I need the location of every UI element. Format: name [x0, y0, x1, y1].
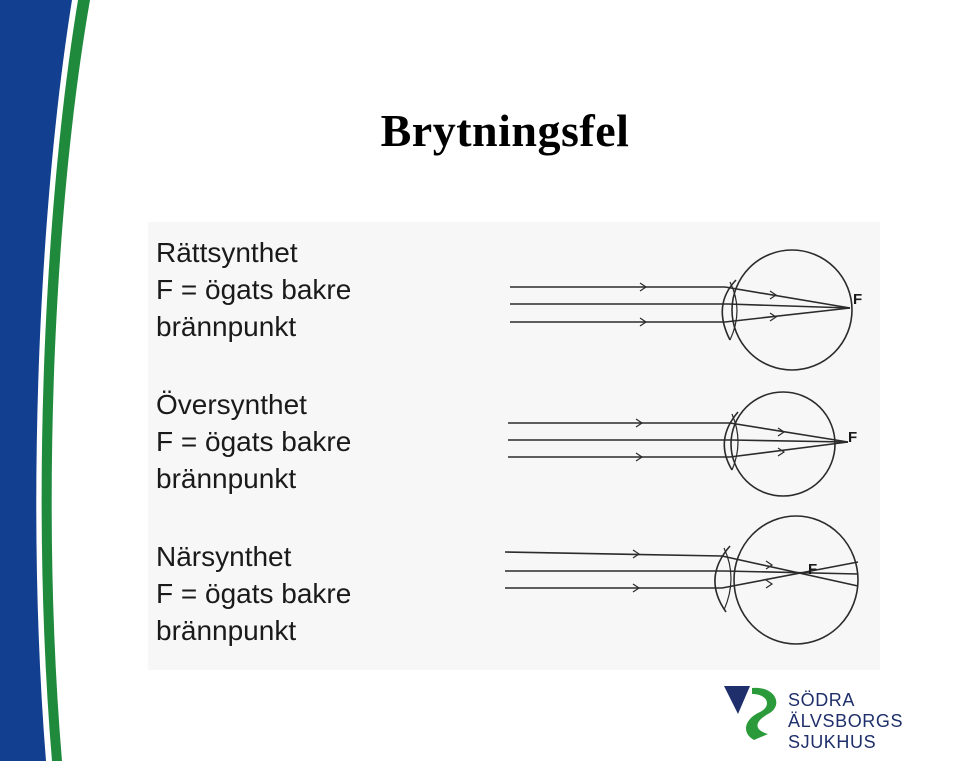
caption-myopia-line3: brännpunkt [156, 615, 297, 646]
focus-label-normal: F [853, 291, 862, 308]
eye-myopia-arrow [632, 549, 641, 559]
eye-hyperopia-lens [731, 413, 739, 471]
hospital-name-line1: SÖDRA ÄLVSBORGS [788, 690, 904, 731]
caption-hyperopia-line2: F = ögats bakre [156, 426, 352, 457]
eye-myopia-arrow [765, 560, 774, 570]
side-band [0, 0, 90, 761]
eye-myopia-arrow [765, 579, 774, 589]
eye-hyperopia-arrow [777, 427, 786, 437]
eye-hyperopia-diagram [508, 391, 849, 497]
eye-hyperopia-arrow [635, 418, 644, 428]
slide-title: Brytningsfel [380, 105, 630, 156]
eye-myopia-diagram [504, 515, 859, 645]
eye-normal-globe [731, 249, 853, 371]
caption-myopia: Närsynthet F = ögats bakre brännpunkt [156, 538, 351, 649]
eye-normal-diagram [510, 249, 853, 371]
caption-hyperopia: Översynthet F = ögats bakre brännpunkt [156, 386, 351, 497]
eye-normal-arrow [769, 312, 778, 322]
focus-label-hyperopia: F [848, 429, 857, 446]
caption-hyperopia-line3: brännpunkt [156, 463, 297, 494]
eye-myopia-globe [733, 515, 859, 645]
eye-normal-arrow [639, 282, 648, 292]
caption-emmetropia-title: Rättsynthet [156, 237, 298, 268]
eye-hyperopia-arrow [635, 452, 644, 462]
eye-normal-lens [729, 281, 738, 341]
eye-myopia-lens [723, 547, 732, 611]
hospital-logo-icon [724, 686, 777, 740]
caption-myopia-title: Närsynthet [156, 541, 292, 572]
eye-hyperopia-globe [730, 391, 836, 497]
eye-normal-arrow [639, 317, 648, 327]
eye-myopia-arrow [632, 583, 641, 593]
caption-emmetropia-line3: brännpunkt [156, 311, 297, 342]
caption-hyperopia-title: Översynthet [156, 389, 307, 420]
caption-emmetropia: Rättsynthet F = ögats bakre brännpunkt [156, 234, 351, 345]
hospital-name-line2: SJUKHUS [788, 732, 877, 752]
eye-normal-arrow [769, 290, 778, 300]
eye-normal-cornea [721, 279, 737, 341]
diagram-panel [148, 222, 880, 670]
caption-emmetropia-line2: F = ögats bakre [156, 274, 352, 305]
eye-hyperopia-arrow [777, 447, 786, 457]
focus-label-myopia: F [808, 561, 817, 578]
hospital-logo-text: SÖDRA ÄLVSBORGS SJUKHUS [788, 690, 960, 753]
caption-myopia-line2: F = ögats bakre [156, 578, 352, 609]
